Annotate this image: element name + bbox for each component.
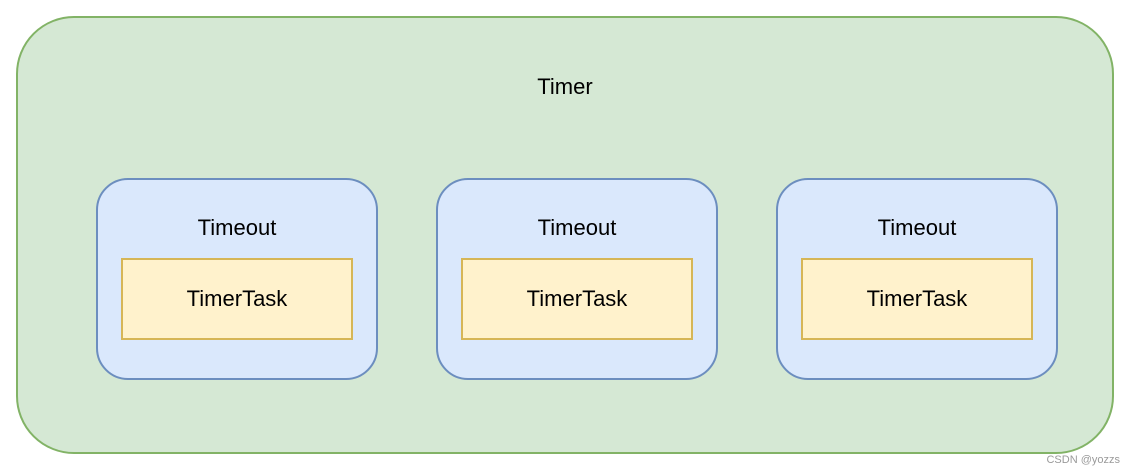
timertask-label: TimerTask bbox=[186, 286, 288, 311]
timeout-box-2: Timeout TimerTask bbox=[436, 178, 718, 380]
timeout-label: Timeout bbox=[877, 215, 957, 240]
timer-container: Timer Timeout TimerTask Timeout TimerTas… bbox=[16, 16, 1114, 454]
timeout-box-1: Timeout TimerTask bbox=[96, 178, 378, 380]
timeout-box-3: Timeout TimerTask bbox=[776, 178, 1058, 380]
watermark: CSDN @yozzs bbox=[1046, 454, 1120, 466]
timertask-label: TimerTask bbox=[526, 286, 628, 311]
timertask-box-1: TimerTask bbox=[121, 258, 353, 340]
timertask-label: TimerTask bbox=[866, 286, 968, 311]
timertask-box-2: TimerTask bbox=[461, 258, 693, 340]
timertask-box-3: TimerTask bbox=[801, 258, 1033, 340]
timer-label: Timer bbox=[537, 74, 593, 99]
timeout-label: Timeout bbox=[197, 215, 277, 240]
timeout-label: Timeout bbox=[537, 215, 617, 240]
